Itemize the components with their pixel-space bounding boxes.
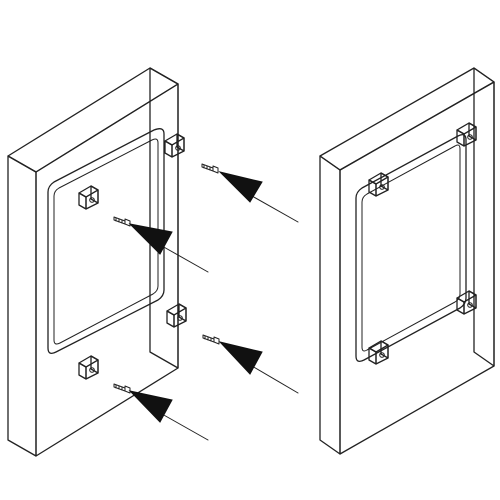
right-panel-inner [361,144,461,352]
screw-3-icon [202,334,220,345]
left-board [7,67,179,457]
arrow-3-icon [218,341,299,394]
left-board-top-face [7,67,179,173]
left-panel [47,128,165,354]
right-board-edge [319,155,341,455]
screw-2-icon [113,216,131,227]
right-board-side-face [473,67,495,367]
right-board-top-face [319,67,495,171]
left-bracket-bottom-right-icon [166,303,187,328]
arrow-2-icon [128,223,209,273]
right-panel [355,134,467,362]
right-board [319,67,495,455]
arrow-1-icon [218,171,299,223]
screw-4-icon [113,383,131,394]
left-panel-outer [47,128,165,354]
screw-1-icon [201,163,219,174]
right-panel-outer [355,134,467,362]
left-bracket-top-right-icon [164,133,185,158]
left-panel-inner [53,138,159,345]
left-board-edge [7,155,37,457]
arrow-4-icon [128,390,209,441]
left-bracket-top-left-icon [78,185,99,210]
left-bracket-bottom-left-icon [78,355,99,380]
